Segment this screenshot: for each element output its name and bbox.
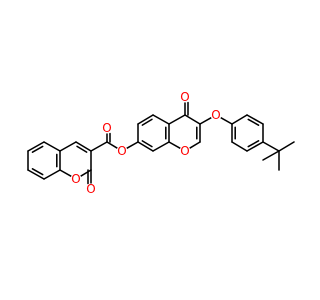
bond-a5-a6	[43, 141, 61, 152]
bond-c4-c3	[184, 114, 201, 125]
bond-tq-tm3	[262, 150, 280, 161]
bond-a6-a1-inner	[31, 145, 44, 153]
bond-b5-b6-inner	[141, 118, 153, 126]
bond-b5-b6	[137, 114, 154, 125]
bond-a5-a7	[59, 141, 77, 152]
bond-r5-r6-inner	[247, 118, 260, 126]
bond-r4-tq	[262, 141, 280, 152]
bond-tq-tm2	[278, 141, 295, 152]
bond-a2-a3	[27, 169, 45, 180]
bond-a9-oL	[79, 169, 92, 177]
bond-oL-a4	[59, 169, 72, 178]
bond-a8-cE	[90, 141, 108, 152]
bond-oEt-r1	[220, 116, 233, 125]
bond-oEs-b1	[126, 141, 139, 150]
bond-r2-r3	[231, 141, 248, 152]
atom-label-O_ester_link: O	[117, 144, 126, 158]
bond-r5-r6	[246, 114, 264, 125]
atom-background-O_lactone	[85, 183, 97, 195]
atom-background-O_ether	[210, 109, 222, 121]
bond-r3-r4	[246, 141, 264, 152]
bond-a2-a3-inner	[31, 168, 44, 176]
atom-label-O_pyran_right: O	[180, 144, 189, 158]
atom-label-O_carbonyl_ester: O	[102, 121, 111, 135]
bond-b1-b2	[137, 141, 154, 152]
bond-a7-a8	[75, 141, 92, 152]
bond-oP-b3	[168, 141, 181, 150]
atom-background-O_ketone	[179, 91, 191, 103]
atom-label-O_pyran_left: O	[71, 172, 80, 186]
bond-r6-r1	[231, 114, 248, 125]
atom-label-O_ketone: O	[180, 90, 189, 104]
bond-b2-b3	[152, 141, 170, 152]
bond-r3-r4-inner	[247, 140, 260, 148]
atom-background-O_carbonyl_ester	[101, 122, 113, 134]
bond-c3-oEt	[199, 116, 212, 125]
atom-background-O_pyran_left	[70, 173, 82, 185]
atom-label-O_lactone: O	[86, 182, 95, 196]
bond-a6-a1	[27, 141, 45, 152]
bond-a7-a8-inner	[76, 145, 88, 153]
bond-b4-c4	[168, 114, 186, 125]
atom-background-O_pyran_right	[179, 145, 191, 157]
bond-layer	[27, 101, 295, 185]
bond-a3-a4	[43, 169, 61, 180]
atom-background-O_ester_link	[116, 145, 128, 157]
bond-b1-b2-inner	[141, 140, 153, 148]
atom-label-O_ether: O	[211, 108, 220, 122]
bond-b4-b5	[152, 114, 170, 125]
bond-cE-oEs	[106, 141, 119, 149]
bond-c2-oP	[188, 141, 201, 149]
